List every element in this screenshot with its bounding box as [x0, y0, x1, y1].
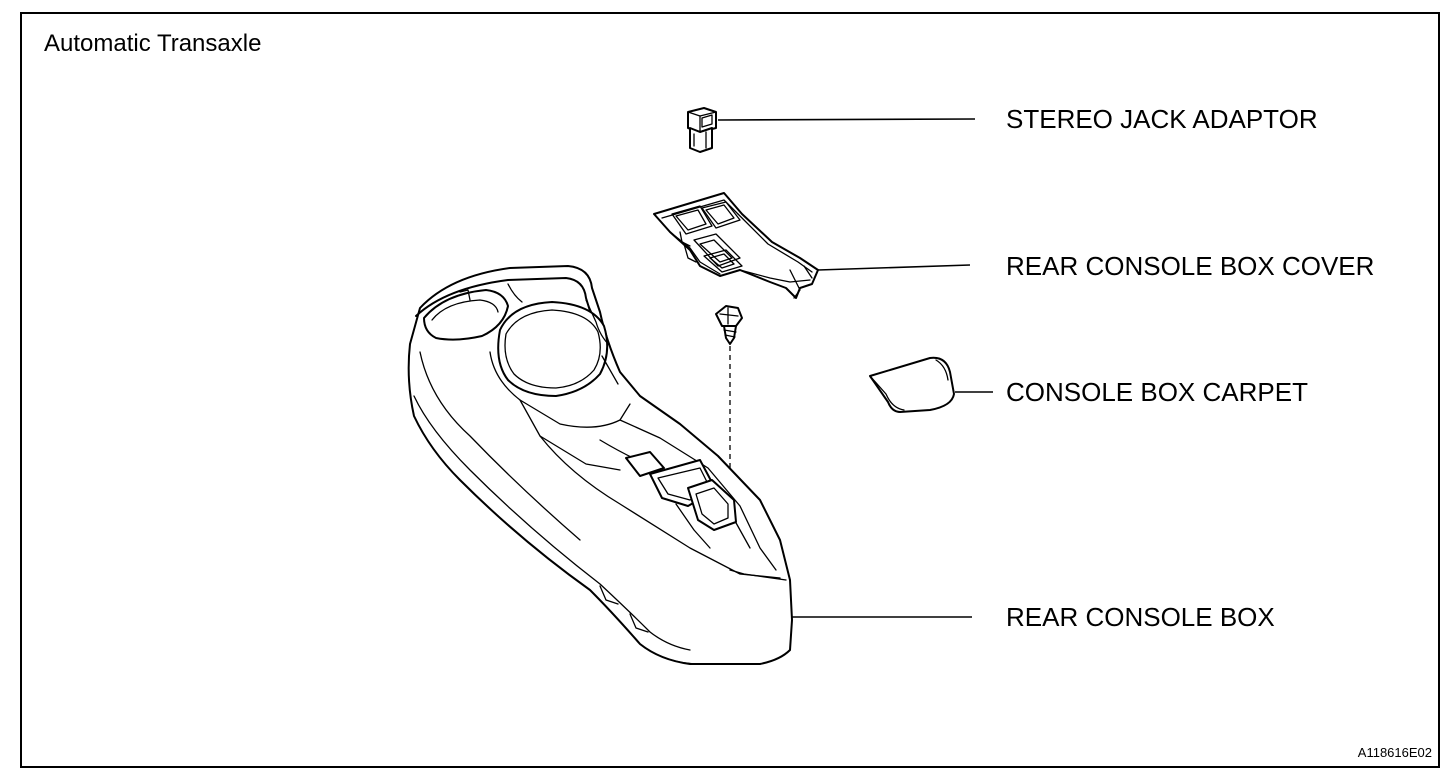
leader-stereo-jack-adaptor — [717, 118, 976, 121]
stereo-jack-adaptor-part — [687, 107, 717, 153]
label-rear-console-box: REAR CONSOLE BOX — [1006, 602, 1275, 632]
label-rear-console-box-cover: REAR CONSOLE BOX COVER — [1006, 251, 1375, 281]
label-stereo-jack-adaptor: STEREO JACK ADAPTOR — [1006, 104, 1318, 134]
rear-console-box-cover-part — [653, 192, 819, 299]
leader-lines — [717, 118, 993, 618]
rear-console-box-part — [407, 265, 793, 665]
screw-part — [715, 305, 743, 345]
console-box-carpet-part — [869, 356, 955, 413]
diagram-frame — [20, 12, 1440, 768]
diagram-title: Automatic Transaxle — [44, 30, 262, 57]
figure-id: A118616E02 — [1357, 745, 1432, 760]
label-console-box-carpet: CONSOLE BOX CARPET — [1006, 377, 1308, 407]
leader-rear-console-box-cover — [817, 264, 971, 271]
